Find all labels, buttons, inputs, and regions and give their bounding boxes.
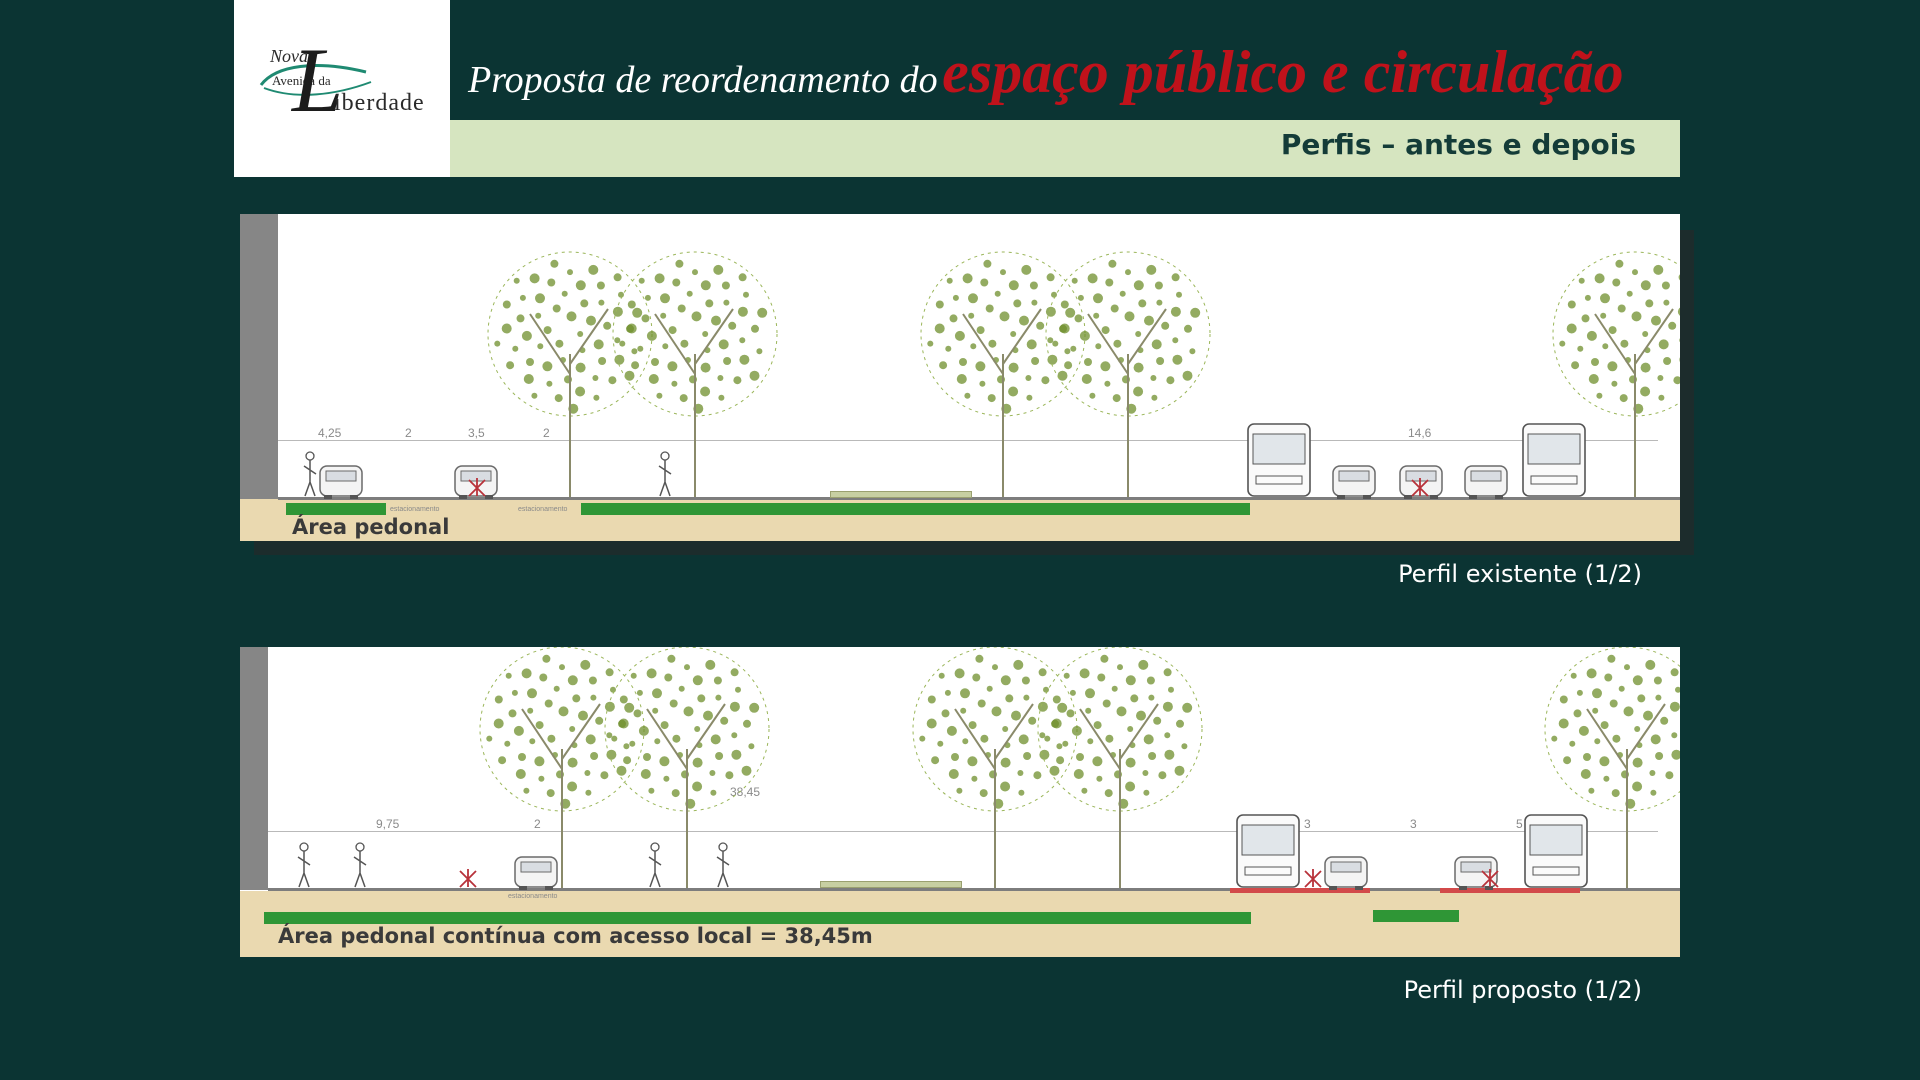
profile-drawing [297,647,1680,890]
tree-icon [920,251,1086,497]
green-bar [581,503,1250,515]
barrier-icon [1411,478,1429,497]
ground [240,891,1680,957]
tree-icon [1552,251,1680,497]
dim-label: 3 [1304,817,1311,831]
barrier-icon [1481,869,1499,888]
profile-existing-panel: 4,25 2 3,5 2 14,6 estacionamento estacio… [240,214,1680,541]
bus-lane-strip [1230,888,1370,893]
road-surface [268,888,1680,891]
green-bar [286,503,386,515]
dim-label: 9,75 [376,817,400,831]
building-wall [240,214,278,504]
barrier-icon [468,478,486,497]
tree-icon [912,647,1078,888]
dim-label: 3 [1410,817,1417,831]
logo-initial: L [292,29,344,131]
dim-label: 2 [543,426,550,440]
building-wall [240,647,268,890]
subtitle: Perfis – antes e depois [1280,128,1636,161]
green-bar [1373,910,1459,922]
road-surface [278,497,1680,500]
bus-icon [1522,423,1586,497]
barrier-icon [1304,869,1322,888]
logo: Nova Avenida da L iberdade [234,0,450,177]
parking-label: estacionamento [508,893,558,900]
pedestrian-icon [353,842,367,888]
title-prefix: Proposta de reordenamento do [468,59,938,101]
pedestrian-icon [297,842,311,888]
tree-icon [479,647,645,888]
profile-drawing [303,251,1680,499]
dim-label: 3,5 [468,426,485,440]
car-icon [1399,465,1443,499]
median-kerb [830,491,972,498]
logo-avenida: Avenida da [272,73,331,88]
dimension-line [268,831,1658,832]
bus-icon [1236,814,1300,888]
green-bar [264,912,1251,924]
tree-icon [1045,251,1211,497]
car-icon [319,465,363,499]
logo-nova: Nova [270,46,308,66]
dim-label: 14,6 [1408,426,1432,440]
dim-label: 38,45 [730,785,761,799]
tree-icon [612,251,778,497]
bus-icon [1524,814,1588,888]
car-icon [1464,465,1508,499]
parking-label: estacionamento [390,506,440,513]
area-label: Área pedonal contínua com acesso local =… [278,924,873,948]
caption-existing: Perfil existente (1/2) [1398,560,1642,588]
area-label: Área pedonal [292,515,450,539]
median-kerb [820,881,962,888]
dim-label: 2 [405,426,412,440]
subtitle-bar: Perfis – antes e depois [450,120,1680,177]
pedestrian-icon [303,451,317,497]
pedestrian-icon [648,842,662,888]
logo-swoosh-icon [259,64,372,96]
dim-label: 5 [1516,817,1523,831]
tree-icon [1037,647,1203,888]
page-title: Proposta de reordenamento do espaço públ… [468,38,1624,107]
car-icon [514,856,558,890]
parking-label: estacionamento [518,506,568,513]
profile-proposed-panel: 9,75 2 38,45 3 3 5 estacionamento Área p… [240,647,1680,957]
dim-label: 4,25 [318,426,342,440]
dim-label: 2 [534,817,541,831]
car-icon [1332,465,1376,499]
pedestrian-icon [716,842,730,888]
dimension-line [278,440,1658,441]
car-icon [1324,856,1368,890]
car-icon [454,465,498,499]
tree-icon [1544,647,1680,888]
barrier-icon [459,869,477,888]
tree-icon [604,647,770,888]
tree-icon [487,251,653,497]
logo-rest: iberdade [334,90,425,116]
bus-lane-strip [1440,888,1580,893]
caption-proposed: Perfil proposto (1/2) [1403,976,1642,1004]
title-highlight: espaço público e circulação [942,39,1624,105]
pedestrian-icon [658,451,672,497]
bus-icon [1247,423,1311,497]
